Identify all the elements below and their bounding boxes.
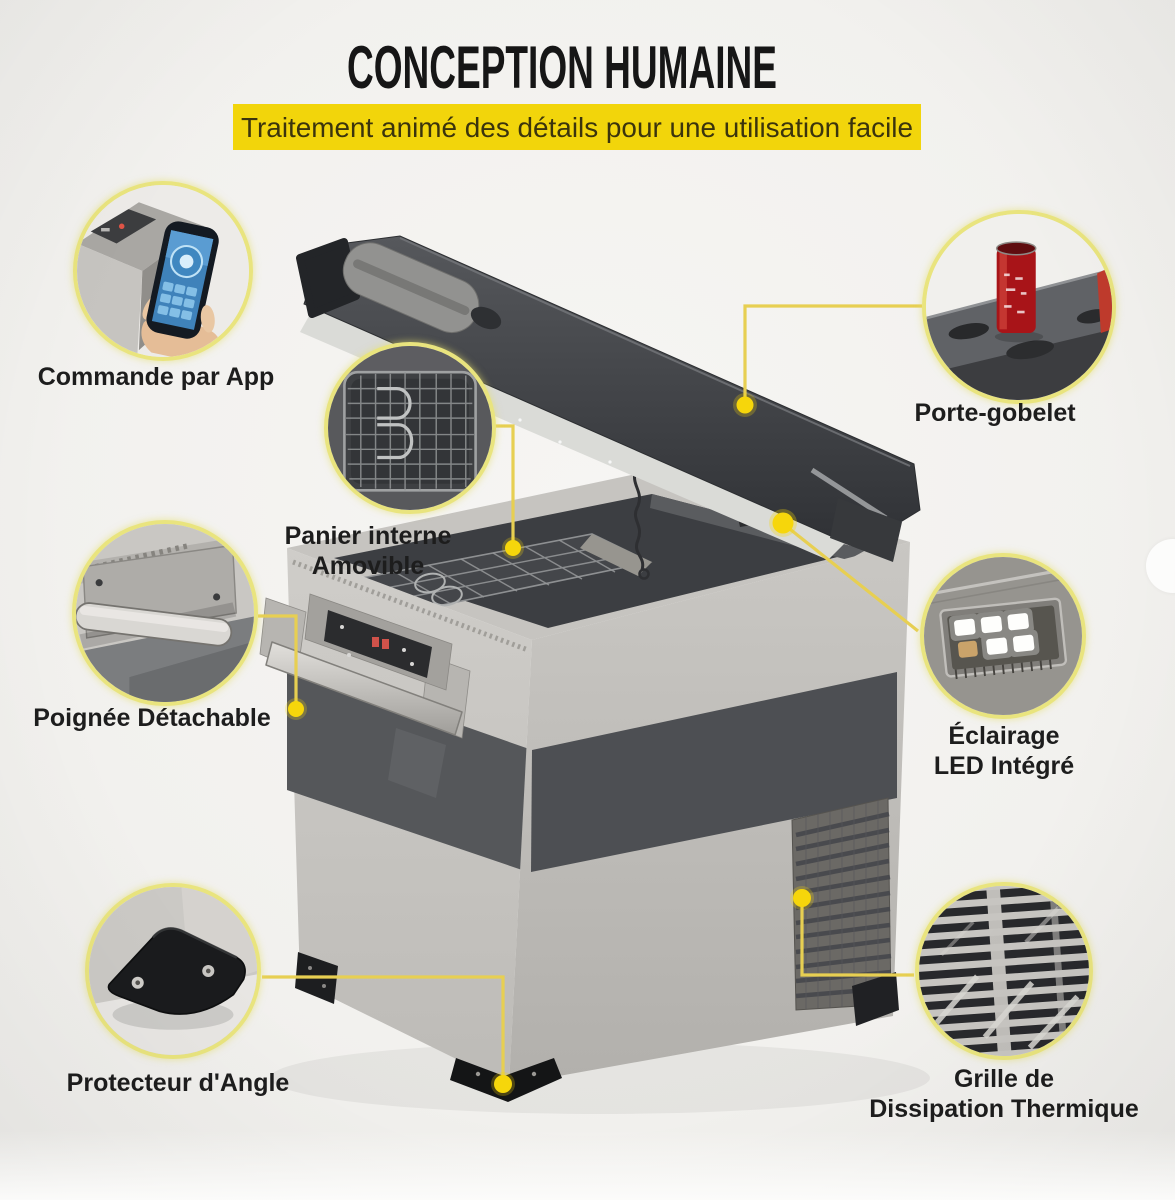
callout-circle-detachable-handle: [72, 520, 258, 706]
callout-label-detachable-handle: Poignée Détachable: [33, 704, 271, 732]
callout-circle-heat-grille: [915, 882, 1093, 1060]
callout-circle-cup-holder: [922, 210, 1116, 404]
callout-label-internal-basket: Panier interne Amovible: [284, 522, 452, 580]
header: CONCEPTION HUMAINE Traitement animé des …: [233, 34, 921, 150]
ground-shadow: [270, 1042, 930, 1114]
lid-end-cap: [296, 238, 360, 318]
vent-grille: [791, 797, 892, 1011]
smartphone-app-icon: [77, 185, 249, 357]
subtitle-banner-text: Traitement animé des détails pour une ut…: [241, 112, 913, 143]
callout-circle-internal-basket: [324, 342, 496, 514]
corner-guard-icon: [89, 887, 257, 1055]
callout-anchor-dots: [285, 393, 814, 1096]
vent-grille-icon: [919, 886, 1089, 1056]
callout-label-app-control: Commande par App: [37, 363, 275, 391]
page-title: CONCEPTION HUMAINE: [347, 34, 777, 101]
callout-circle-corner-protector: [85, 883, 261, 1059]
led-panel-icon: [924, 557, 1082, 715]
callout-circle-app-control: [73, 181, 253, 361]
callout-label-corner-protector: Protecteur d'Angle: [66, 1069, 290, 1097]
callout-label-heat-grille: Grille de Dissipation Thermique: [869, 1065, 1139, 1123]
wire-basket-icon: [328, 346, 492, 510]
lid-hinge: [830, 498, 902, 562]
callout-label-cup-holder: Porte-gobelet: [914, 399, 1076, 427]
drain-plug-chain: [633, 467, 645, 571]
control-panel: [304, 593, 453, 691]
handle-icon: [76, 524, 254, 702]
callout-connectors: [258, 304, 922, 1078]
can-in-cup-holder-icon: [926, 214, 1112, 400]
interior-basket: [359, 533, 653, 611]
subtitle-banner: [233, 104, 921, 150]
callout-label-led-light: Éclairage LED Intégré: [933, 722, 1075, 780]
callout-circle-led-light: [920, 553, 1086, 719]
